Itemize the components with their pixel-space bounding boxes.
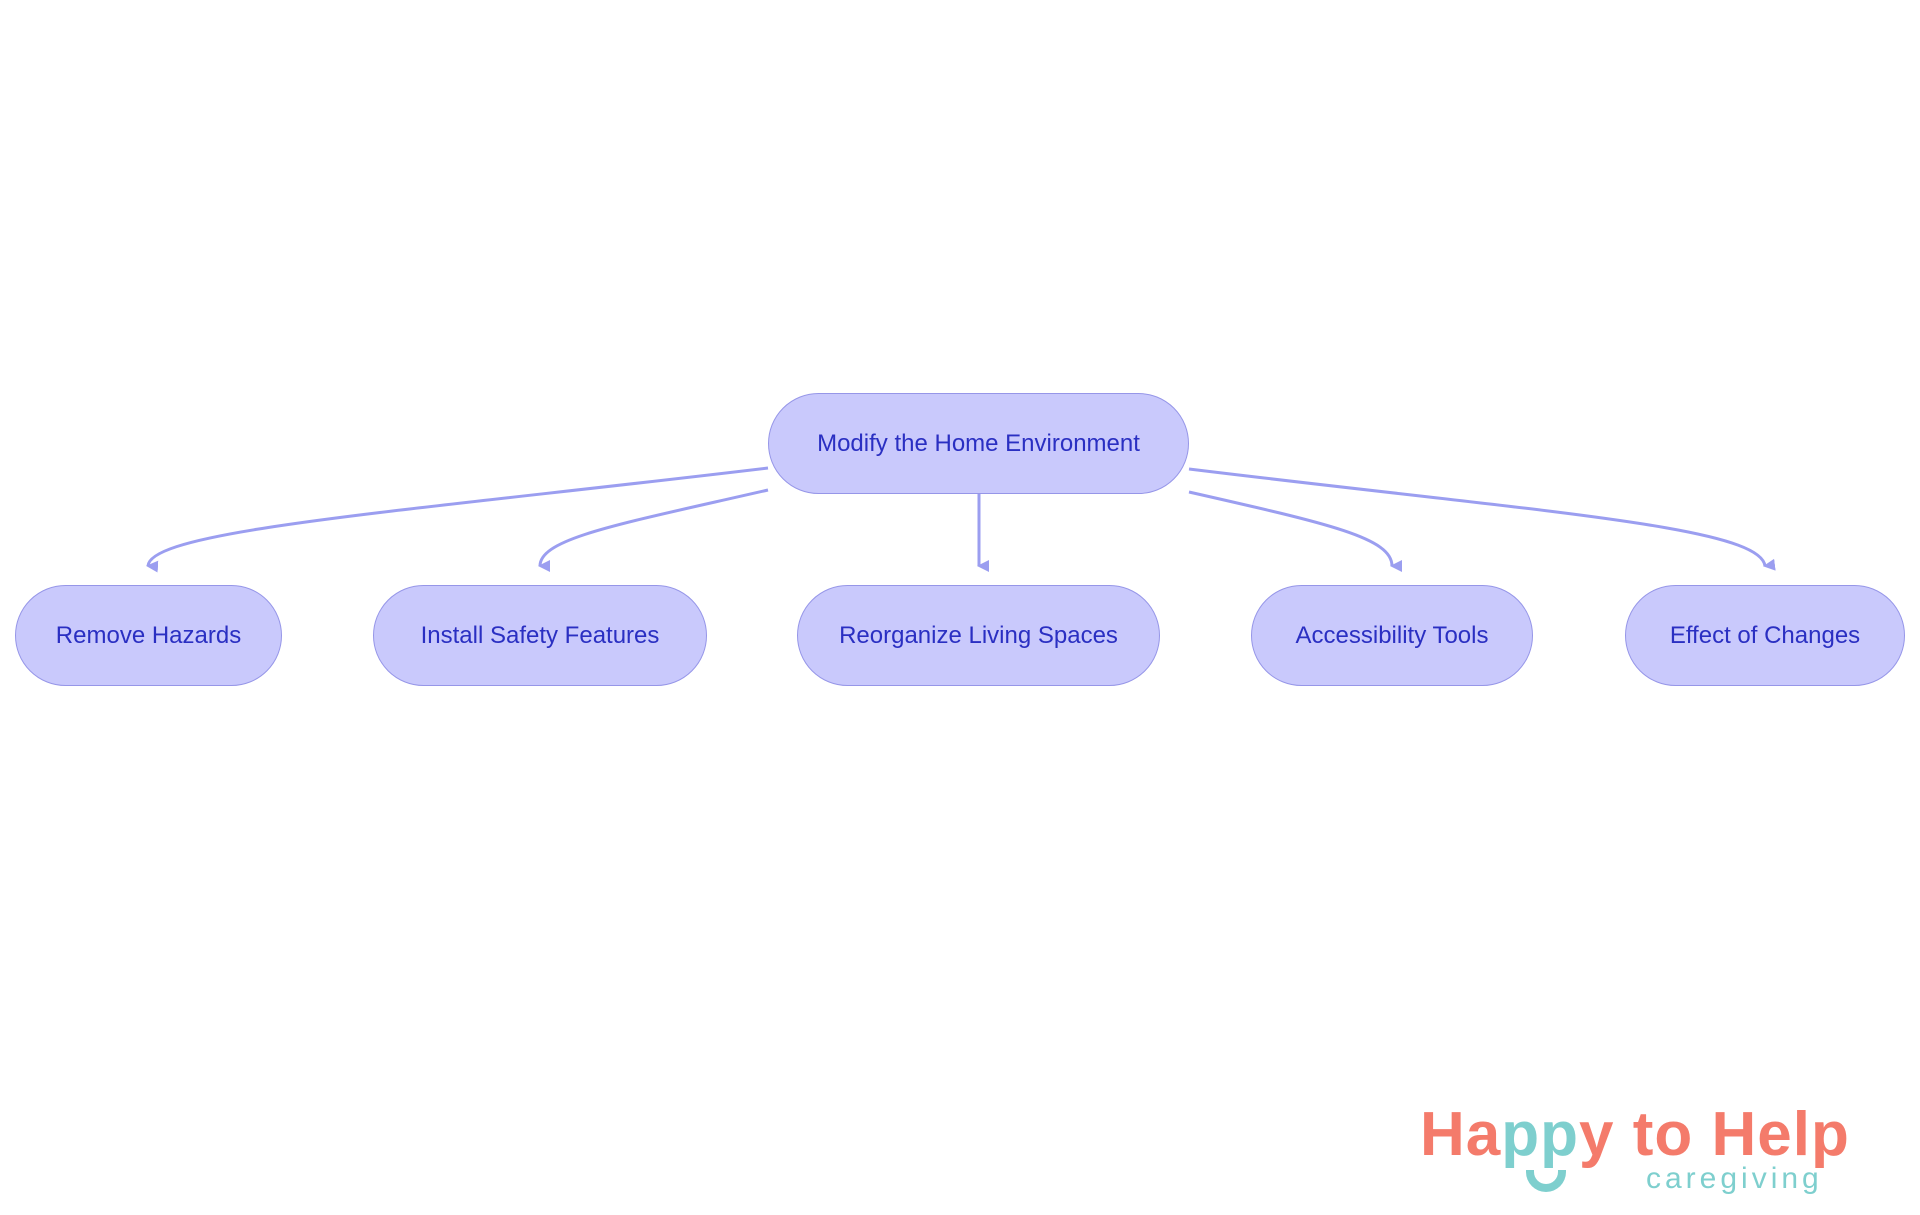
node-label: Remove Hazards: [55, 621, 242, 649]
node-remove-hazards: Remove Hazards: [15, 585, 282, 686]
logo-wordmark: Happy to Help: [1420, 1100, 1850, 1169]
node-label: Reorganize Living Spaces: [839, 621, 1118, 649]
edge-root-remove-hazards: [146, 466, 769, 573]
node-label: Install Safety Features: [420, 621, 660, 649]
root-node: Modify the Home Environment: [768, 393, 1189, 494]
brand-logo: Happy to Help caregiving: [1420, 1100, 1890, 1210]
edge-root-effect: [1188, 467, 1776, 571]
node-install-safety-features: Install Safety Features: [373, 585, 707, 686]
logo-tagline: caregiving: [1646, 1162, 1823, 1195]
node-accessibility-tools: Accessibility Tools: [1251, 585, 1533, 686]
node-label: Effect of Changes: [1669, 621, 1861, 649]
edge-root-install-safety: [538, 488, 769, 573]
node-effect-of-changes: Effect of Changes: [1625, 585, 1905, 686]
node-label: Accessibility Tools: [1295, 621, 1489, 649]
smile-icon: [1526, 1170, 1566, 1192]
edge-root-accessibility: [1188, 490, 1403, 572]
root-node-label: Modify the Home Environment: [817, 429, 1140, 457]
node-reorganize-living-spaces: Reorganize Living Spaces: [797, 585, 1160, 686]
